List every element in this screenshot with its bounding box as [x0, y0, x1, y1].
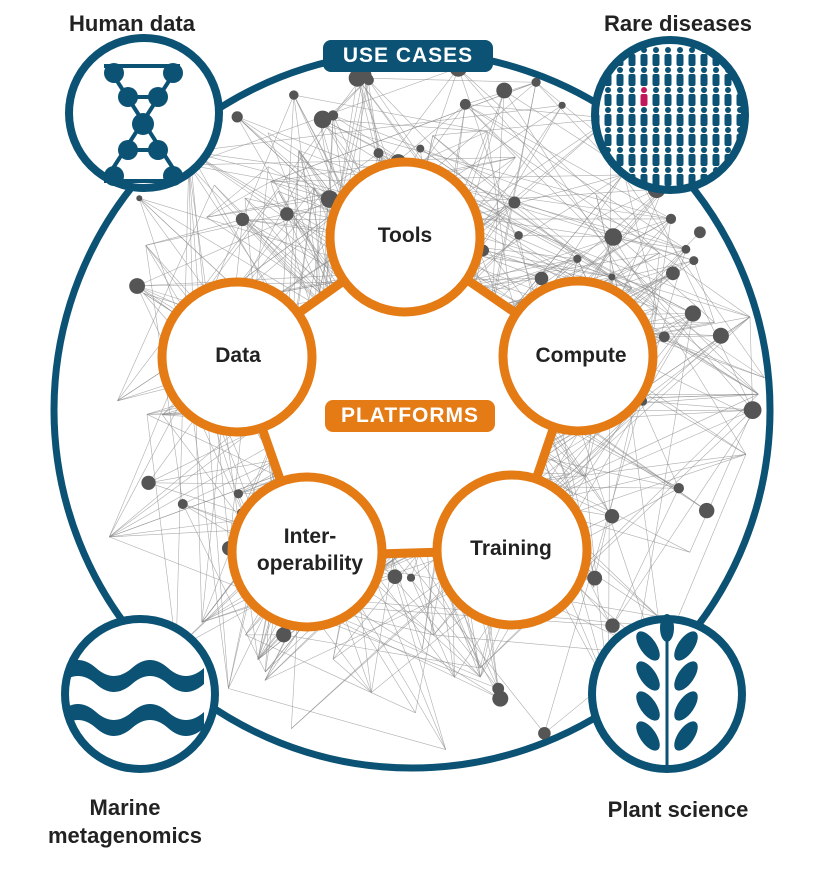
platform-label-training: Training — [441, 518, 581, 578]
use-cases-pill: USE CASES — [323, 40, 493, 72]
platform-label-data: Data — [168, 325, 308, 385]
use-case-label-plant-science: Plant science — [578, 796, 778, 824]
use-case-label-human-data: Human data — [32, 10, 232, 38]
use-case-label-rare-diseases: Rare diseases — [578, 10, 778, 38]
use-case-label-marine-metagenomics: Marine metagenomics — [10, 794, 240, 850]
wheat-icon — [592, 614, 742, 769]
platforms-pill: PLATFORMS — [325, 400, 495, 432]
platform-label-tools: Tools — [335, 205, 475, 265]
waves-icon — [60, 619, 215, 769]
platform-label-compute: Compute — [511, 325, 651, 385]
platform-label-interoperability: Inter- operability — [240, 515, 380, 585]
dna-icon — [69, 38, 219, 188]
people-grid-icon — [593, 40, 746, 190]
